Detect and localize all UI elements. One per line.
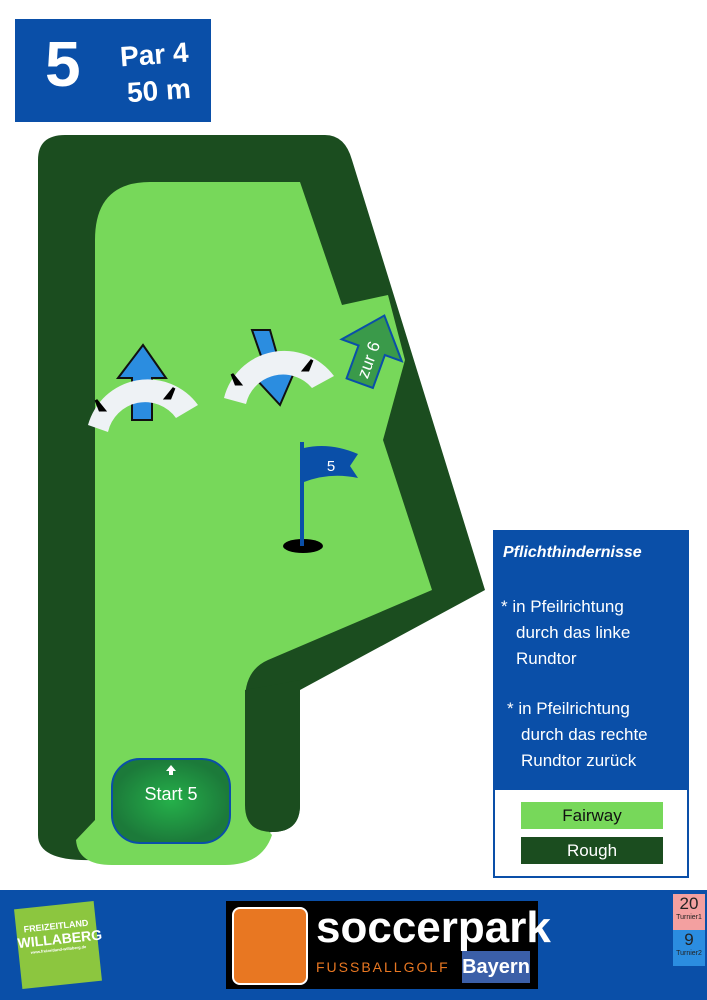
course-map: zur 6 5 Start 5: [38, 135, 485, 865]
panel-title: Pflichthindernisse: [503, 544, 642, 561]
logo-region: Bayern: [462, 951, 530, 983]
hole-header: 5 Par 4 50 m: [15, 19, 211, 122]
rule-line: Rundtor zurück: [521, 751, 637, 770]
badge-turnier1: 20 Turnier1: [673, 894, 705, 930]
footer: FREIZEITLAND WILLABERG www.freizeitland-…: [0, 890, 707, 1000]
gate-pointer-icon: [94, 387, 176, 412]
freizeitland-logo: FREIZEITLAND WILLABERG www.freizeitland-…: [14, 901, 103, 989]
logo-main: soccerpark: [316, 903, 551, 952]
start-label: Start 5: [144, 784, 197, 804]
badge-label: Turnier2: [676, 950, 702, 957]
exit-arrow: zur 6: [339, 314, 404, 390]
legend-rough: Rough: [521, 837, 663, 864]
badge-value: 20: [679, 894, 699, 913]
flag-label: 5: [327, 458, 335, 475]
rule-line: * in Pfeilrichtung: [501, 597, 624, 616]
legend-fairway: Fairway: [521, 802, 663, 829]
start-area: [111, 758, 231, 844]
rule-line: * in Pfeilrichtung: [507, 699, 630, 718]
obstacles-panel: Pflichthindernisse * in Pfeilrichtung du…: [493, 530, 689, 878]
soccerpark-logo: soccerpark FUSSBALLGOLF Bayern: [226, 901, 551, 989]
gate-pointer-icon: [230, 359, 314, 386]
rule-line: durch das rechte: [521, 725, 648, 744]
rule-line: Rundtor: [516, 649, 577, 668]
flag: [304, 446, 358, 482]
legend: Fairway Rough: [495, 790, 687, 876]
badge-value: 9: [684, 930, 694, 949]
hole-number: 5: [45, 28, 81, 100]
badge-label: Turnier1: [676, 914, 702, 921]
right-round-gate: [224, 350, 334, 404]
rough-right-strip: [245, 680, 300, 832]
player-icon: [232, 907, 308, 985]
badge-turnier2: 9 Turnier2: [673, 930, 705, 966]
start-arrow-icon: [166, 765, 176, 775]
rule-line: durch das linke: [516, 623, 631, 642]
fairway-area: [76, 182, 432, 865]
logo-sub: FUSSBALLGOLF: [316, 959, 450, 975]
